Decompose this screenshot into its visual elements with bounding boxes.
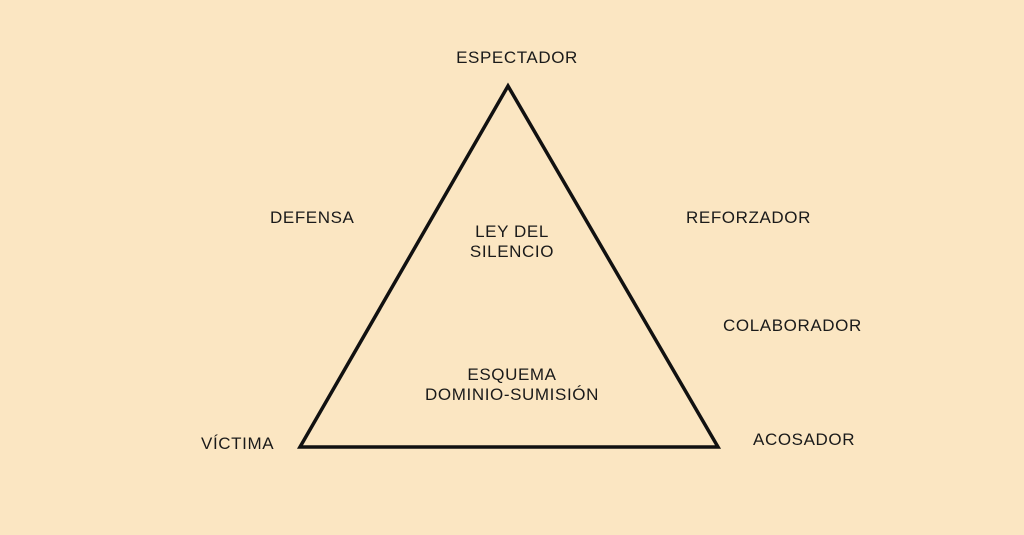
triangle-outline — [296, 82, 722, 449]
inner-label-upper-line-2: SILENCIO — [469, 242, 555, 261]
vertex-label-bottom-left: VÍCTIMA — [201, 434, 275, 453]
vertex-label-bottom-right: ACOSADOR — [753, 430, 856, 449]
inner-label-upper-line-1: LEY DEL — [475, 222, 549, 241]
side-label-left: DEFENSA — [270, 208, 355, 227]
vertex-label-top: ESPECTADOR — [456, 48, 578, 67]
inner-label-lower: ESQUEMA DOMINIO-SUMISIÓN — [425, 365, 599, 405]
inner-label-upper: LEY DEL SILENCIO — [470, 222, 554, 262]
side-label-right-lower: COLABORADOR — [723, 316, 862, 335]
inner-label-lower-line-2: DOMINIO-SUMISIÓN — [425, 385, 599, 404]
side-label-right-upper: REFORZADOR — [686, 208, 811, 227]
inner-label-lower-line-1: ESQUEMA — [467, 365, 557, 384]
